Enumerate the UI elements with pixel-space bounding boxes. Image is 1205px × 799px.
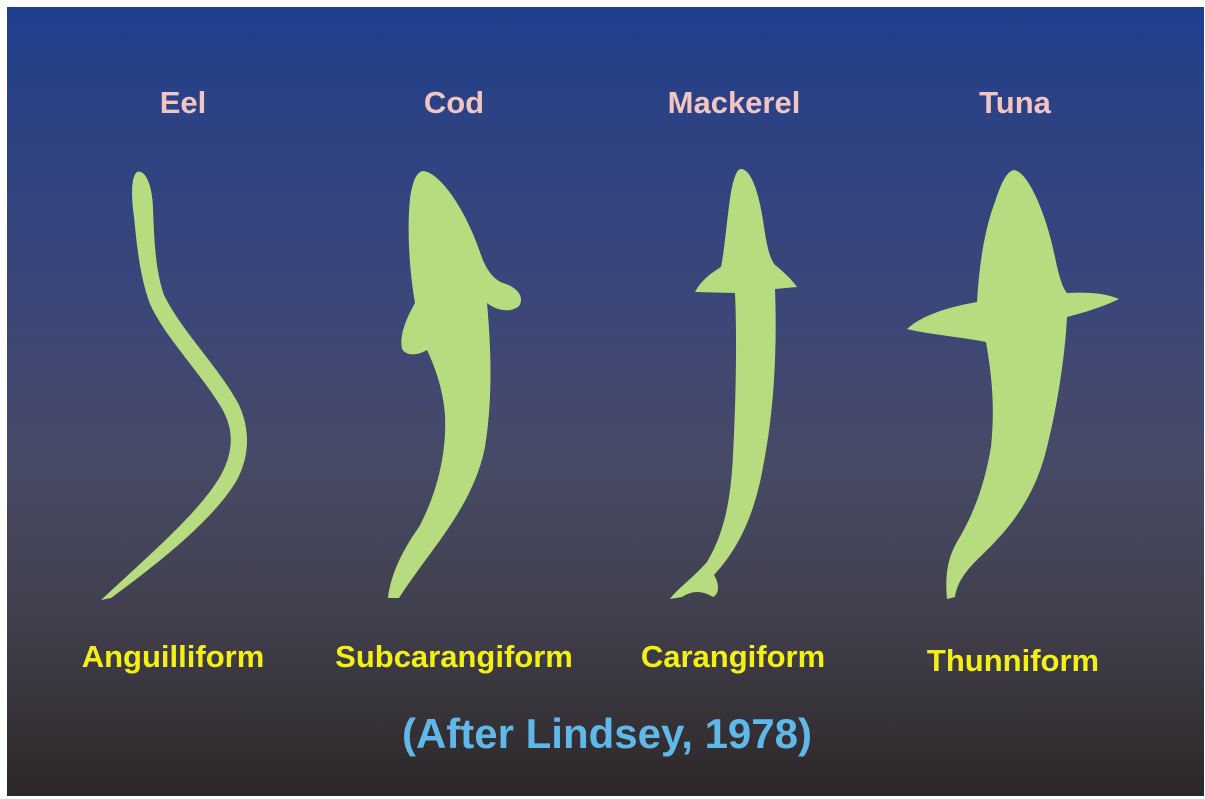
source-credit: (After Lindsey, 1978) bbox=[307, 710, 907, 758]
diagram-slide: Eel Cod Mackerel Tuna Anguilliform Subca… bbox=[7, 7, 1204, 796]
swimming-mode-subcarangiform: Subcarangiform bbox=[304, 639, 604, 675]
mackerel-silhouette bbox=[670, 169, 797, 599]
swimming-mode-thunniform: Thunniform bbox=[863, 643, 1163, 679]
cod-silhouette bbox=[388, 171, 521, 598]
tuna-silhouette bbox=[907, 170, 1119, 599]
fish-name-eel: Eel bbox=[73, 85, 293, 121]
eel-silhouette bbox=[101, 172, 247, 600]
fish-name-cod: Cod bbox=[344, 85, 564, 121]
swimming-mode-carangiform: Carangiform bbox=[583, 639, 883, 675]
swimming-mode-anguilliform: Anguilliform bbox=[23, 639, 323, 675]
fish-name-mackerel: Mackerel bbox=[624, 85, 844, 121]
fish-name-tuna: Tuna bbox=[905, 85, 1125, 121]
